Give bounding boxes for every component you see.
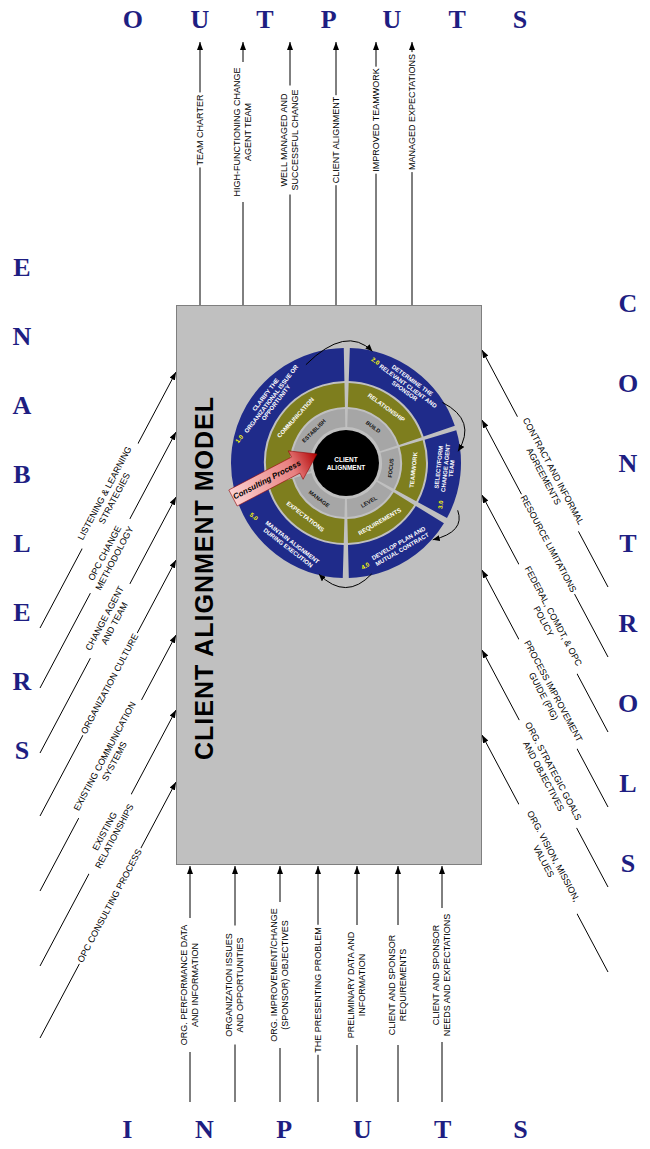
cycle-arrow [433,510,459,540]
icom-label: THE PRESENTING PROBLEM [313,925,324,1055]
icom-label: CONTRACT AND INFORMAL AGREEMENTS [508,411,588,536]
icom-label: CLIENT AND SPONSOR NEEDS AND EXPECTATION… [431,908,453,1042]
enabler-arrow [40,782,176,1038]
icom-label: CLIENT AND SPONSOR REQUIREMENTS [387,925,409,1045]
enabler-arrow [40,497,176,753]
cycle-arrows [177,306,483,866]
icom-label: ORGANIZATION ISSUES AND OPPORTUNITIES [224,926,246,1045]
outer-ring [224,341,469,586]
icom-label: MANAGED EXPECTATIONS [407,52,418,172]
output-arrow [200,42,201,305]
consulting-arrow [229,451,317,506]
cycle-arrow [319,574,372,588]
output-arrows [200,42,412,305]
icom-label: ORG. PERFORMANCE DATA AND INFORMATION [179,918,201,1052]
enabler-arrow [40,372,176,628]
center-disc [313,430,379,496]
icom-label: ORG. IMPROVEMENT/CHANGE (SPONSOR) OBJECT… [269,902,291,1048]
center-text: CLIENT ALIGNMENT [321,456,371,471]
enabler-arrows [40,372,176,1038]
control-arrows [482,350,608,972]
cycle-arrow [306,341,373,365]
process-box: CLIENT ALIGNMENT MODEL1.0CLARIFY THE ORG… [176,305,482,865]
icom-label: IMPROVED TEAMWORK [371,66,382,173]
icom-label: HIGH-FUNCTIONING CHANGE AGENT TEAM [232,62,254,202]
icom-label: WELL MANAGED AND SUCCESSFUL CHANGE [279,86,301,195]
model-title: CLIENT ALIGNMENT MODEL [190,396,219,760]
section-heading: O U T P U T S [123,5,528,35]
icom-label: CLIENT ALIGNMENT [331,95,342,185]
step-number: 3.0 [437,501,445,510]
section-heading: C O N T R O L S [616,264,640,904]
center-circle: CLIENT ALIGNMENT [321,456,371,471]
enabler-arrow [40,432,176,688]
section-heading: E N A B L E R S [10,233,34,785]
icom-label: EXISTING COMMUNICATION SYSTEMS [69,695,151,824]
section-heading: I N P U T S [122,1115,527,1145]
input-arrows [190,866,442,1102]
icom-label: TEAM CHARTER [195,93,206,168]
icom-label: PRELIMINARY DATA AND INFORMATION [346,925,368,1045]
alignment-wheel [177,306,483,866]
